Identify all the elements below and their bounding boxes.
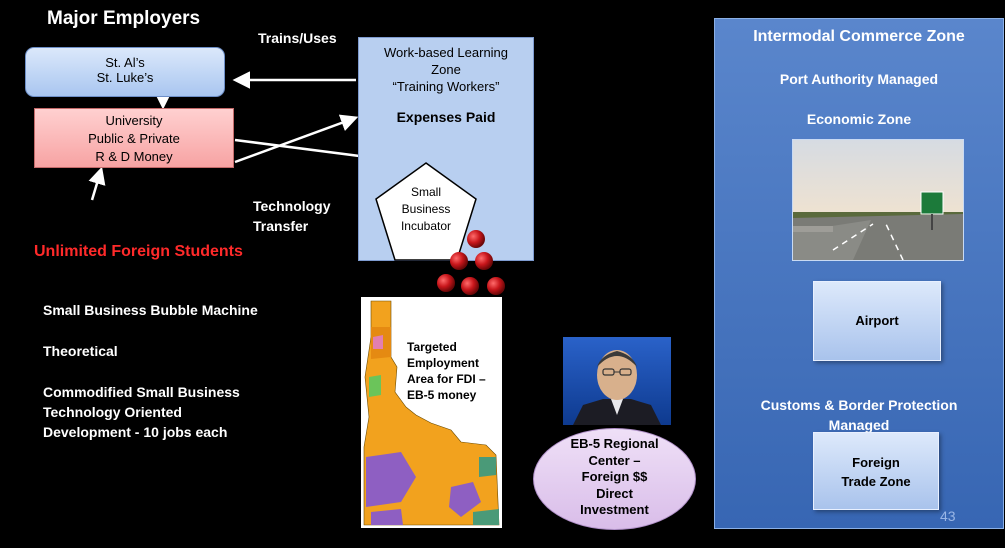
bubble-machine-label: Small Business Bubble Machine <box>43 302 258 318</box>
idaho-map-graphic <box>363 300 500 526</box>
st-als-line: St. Al’s <box>105 55 145 70</box>
idaho-map: Targeted Employment Area for FDI – EB-5 … <box>361 297 502 528</box>
technology-transfer-label: Technology Transfer <box>253 196 331 236</box>
trains-uses-label: Trains/Uses <box>258 30 337 46</box>
st-als-box: St. Al’s St. Luke’s <box>25 47 225 97</box>
ftz-line-1: Foreign <box>852 455 900 470</box>
port-authority-label: Port Authority Managed <box>779 71 939 87</box>
eb5-line-5: Investment <box>580 502 649 517</box>
commodified-line-3: Development - 10 jobs each <box>43 424 228 440</box>
university-line: University <box>105 113 163 128</box>
rd-money-line: R & D Money <box>95 149 173 164</box>
ftz-line-2: Trade Zone <box>841 474 911 489</box>
economic-zone-label: Economic Zone <box>806 111 912 127</box>
wbl-line-3: “Training Workers” <box>392 79 500 94</box>
major-employers-title: Major Employers <box>47 8 201 29</box>
foreign-students-label: Unlimited Foreign Students <box>34 243 243 260</box>
arrow-up-to-university <box>88 166 106 201</box>
zone-title: Intermodal Commerce Zone <box>753 28 965 45</box>
highway-photo <box>792 139 964 261</box>
wbl-line-2: Zone <box>431 62 461 77</box>
map-label-line-2: Employment <box>407 356 480 370</box>
technology-line: Technology <box>253 198 331 214</box>
commodified-line-1: Commodified Small Business <box>43 384 240 400</box>
eb5-line-1: EB-5 Regional <box>570 436 659 451</box>
bubble <box>450 252 468 270</box>
arrow-university-to-expenses <box>234 138 379 165</box>
incubator-line-3: Incubator <box>400 219 452 233</box>
arrow-university-to-zone <box>234 114 359 164</box>
customs-line-2: Managed <box>828 417 890 433</box>
incubator-line-2: Business <box>401 202 451 216</box>
map-label-line-4: EB-5 money <box>407 388 477 402</box>
theoretical-label: Theoretical <box>43 343 118 359</box>
wbl-line-1: Work-based Learning <box>383 45 509 60</box>
highway-graphic <box>793 140 963 260</box>
incubator-pentagon <box>375 162 477 261</box>
commodified-label: Commodified Small Business Technology Or… <box>43 382 240 442</box>
eb5-line-2: Center – <box>588 452 641 468</box>
eb5-line-4: Direct <box>596 485 633 501</box>
bubble <box>487 277 505 295</box>
page-number: 43 <box>940 508 956 524</box>
bubble <box>475 252 493 270</box>
work-based-learning-zone: Work-based Learning Zone “Training Worke… <box>358 37 534 261</box>
intermodal-commerce-zone: Intermodal Commerce Zone Port Authority … <box>714 18 1004 529</box>
transfer-line: Transfer <box>253 218 309 234</box>
business-bubbles <box>437 230 505 295</box>
customs-label: Customs & Border Protection Managed <box>715 395 1003 435</box>
portrait-graphic <box>573 350 661 425</box>
bubble <box>467 230 485 248</box>
official-portrait-photo <box>563 337 671 425</box>
customs-line-1: Customs & Border Protection <box>760 397 958 413</box>
airport-box: Airport <box>813 281 941 361</box>
bubble <box>461 277 479 295</box>
university-box: University Public & Private R & D Money <box>34 108 234 168</box>
foreign-trade-zone-box: Foreign Trade Zone <box>813 432 939 510</box>
commodified-line-2: Technology Oriented <box>43 404 182 420</box>
map-label-line-1: Targeted <box>407 340 457 354</box>
expenses-paid-label: Expenses Paid <box>396 109 496 125</box>
public-private-line: Public & Private <box>88 131 180 146</box>
incubator-line-1: Small <box>410 185 441 199</box>
eb5-ellipse: EB-5 Regional Center – Foreign $$ Direct… <box>533 428 696 530</box>
eb5-line-3: Foreign $$ <box>581 469 648 484</box>
map-label-line-3: Area for FDI – <box>407 372 486 386</box>
st-lukes-line: St. Luke’s <box>96 70 154 85</box>
bubble <box>437 274 455 292</box>
